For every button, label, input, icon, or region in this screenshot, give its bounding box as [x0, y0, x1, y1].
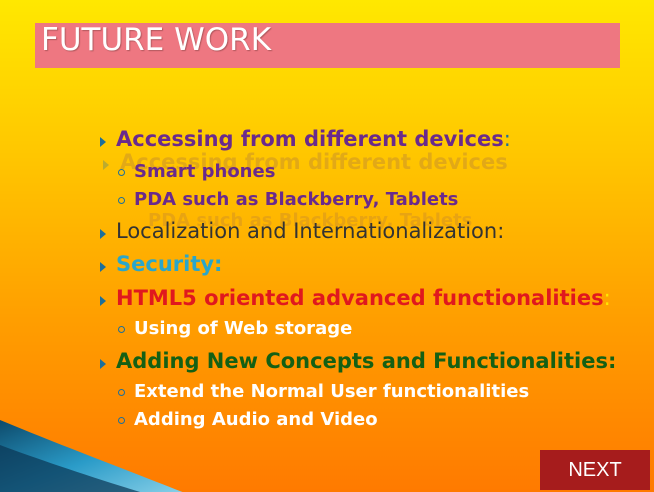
reflection-text: Accessing from different devices	[120, 150, 508, 174]
sub-bullet-icon	[118, 169, 125, 176]
bullet-arrow-icon	[100, 229, 106, 239]
reflection-text: PDA such as Blackberry, Tablets	[148, 210, 473, 231]
decorative-swoosh-icon	[0, 420, 183, 492]
bullet-arrow-icon	[100, 262, 106, 272]
bullet-item-text: HTML5 oriented advanced functionalities	[116, 286, 604, 310]
title-bar	[35, 23, 620, 68]
bullet-arrow-icon	[100, 296, 106, 306]
bullet-item-suffix: :	[603, 286, 611, 310]
bullet-item-security: Security:	[116, 252, 223, 276]
sub-bullet-icon	[118, 417, 125, 424]
bullet-item-devices: Accessing from different devices:	[116, 127, 511, 151]
sub-item-smart-phones: Smart phones	[134, 161, 276, 182]
reflection-text-label: Accessing from different devices	[120, 150, 508, 174]
bullet-arrow-icon	[100, 359, 106, 369]
bullet-item-text: Accessing from different devices	[116, 127, 504, 151]
sub-bullet-icon	[118, 326, 125, 333]
sub-item-extend-user: Extend the Normal User functionalities	[134, 381, 530, 402]
sub-item-audio-video: Adding Audio and Video	[134, 409, 378, 430]
sub-item-pda: PDA such as Blackberry, Tablets	[134, 189, 459, 210]
sub-bullet-icon	[118, 389, 125, 396]
bullet-arrow-icon	[100, 137, 106, 147]
sub-item-web-storage: Using of Web storage	[134, 318, 353, 339]
reflection-arrow-icon	[103, 160, 109, 170]
bullet-item-localization: Localization and Internationalization:	[116, 219, 505, 243]
bullet-item-html5: HTML5 oriented advanced functionalities:	[116, 286, 611, 310]
bullet-item-suffix: :	[503, 127, 511, 151]
next-button[interactable]: NEXT	[540, 450, 650, 490]
bullet-item-new-concepts: Adding New Concepts and Functionalities:	[116, 349, 617, 373]
sub-bullet-icon	[118, 197, 125, 204]
slide-title: FUTURE WORK	[41, 22, 272, 58]
